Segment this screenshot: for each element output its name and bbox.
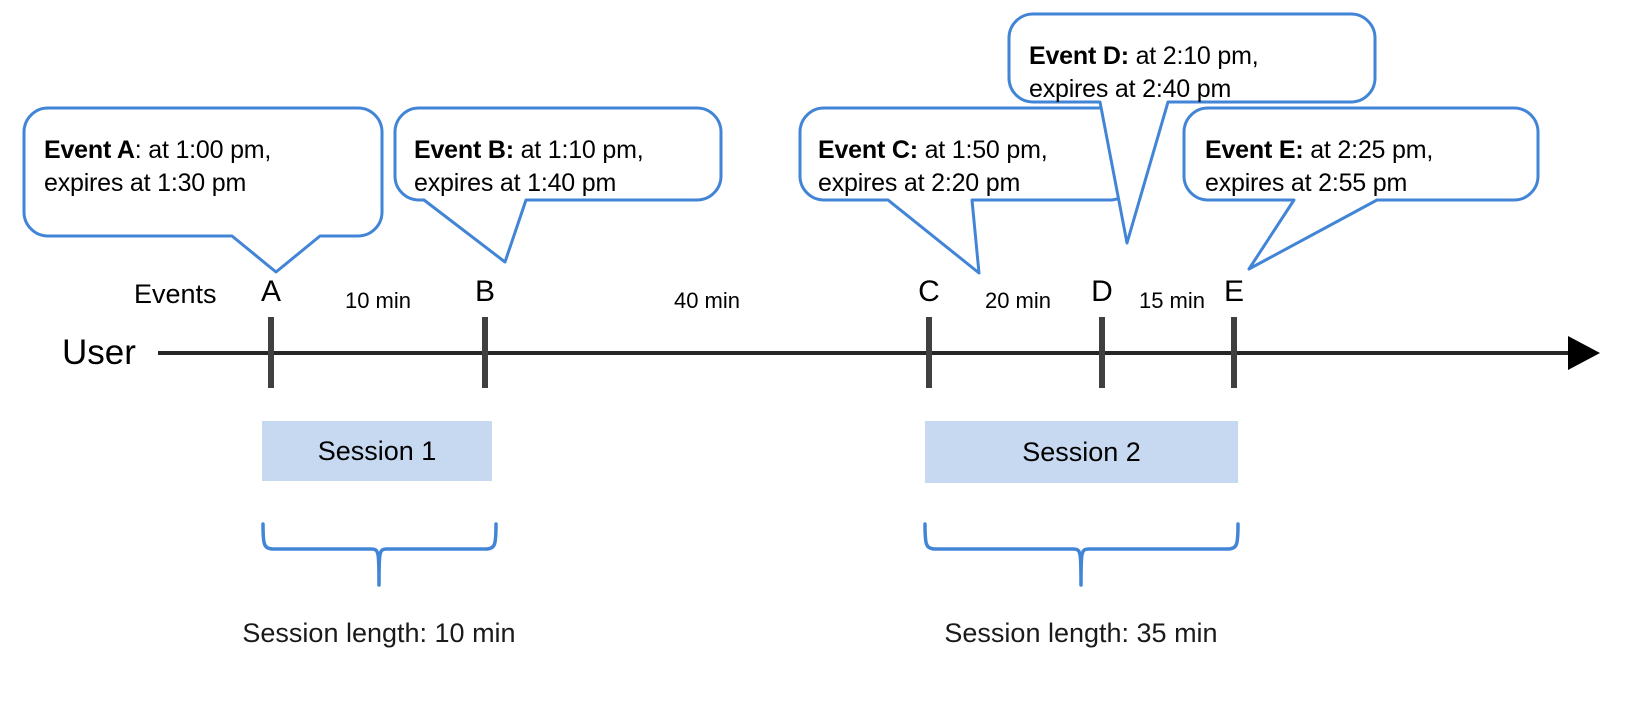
callout-event-name-c: Event C:: [818, 136, 918, 164]
brace-session-1: [261, 522, 498, 587]
session-length-caption-2: Session length: 35 min: [944, 618, 1218, 648]
callout-text-d: Event D: at 2:10 pm, expires at 2:40 pm: [1029, 42, 1259, 103]
axis-row-label-user: User: [62, 333, 136, 372]
callout-text-c: Event C: at 1:50 pm, expires at 2:20 pm: [818, 136, 1048, 197]
gap-label-c-d: 20 min: [984, 288, 1052, 313]
callout-line2-e: expires at 2:55 pm: [1205, 169, 1408, 197]
session-box-1[interactable]: Session 1: [262, 421, 492, 481]
gap-label-b-c: 40 min: [673, 288, 741, 313]
callout-line2-b: expires at 1:40 pm: [414, 169, 617, 197]
arrow-right-icon: [1568, 336, 1600, 370]
gap-label-d-e: 15 min: [1138, 288, 1206, 313]
callout-shape-d: [1007, 12, 1377, 245]
brace-session-2: [923, 522, 1240, 587]
event-ticks: [268, 317, 1237, 388]
callout-shape-a: [22, 106, 384, 274]
callout-line1-a: at 1:00 pm,: [148, 136, 272, 164]
callout-text-a: Event A: at 1:00 pm, expires at 1:30 pm: [44, 134, 374, 200]
gap-label-a-b: 10 min: [344, 288, 412, 313]
session-box-1-label: Session 1: [317, 435, 437, 466]
callout-event-name-e: Event E:: [1205, 136, 1304, 164]
session-length-caption-1: Session length: 10 min: [242, 618, 516, 648]
marker-label-d: D: [1091, 275, 1113, 308]
callout-line2-c: expires at 2:20 pm: [818, 169, 1021, 197]
marker-label-a: A: [260, 275, 281, 308]
brace-path-1: [261, 522, 498, 587]
callout-line1-b: [514, 136, 521, 164]
callout-bubble-e[interactable]: [1182, 106, 1540, 271]
brace-path-2: [923, 522, 1240, 587]
callout-shape-b: [393, 106, 723, 264]
events-label: Events: [134, 279, 217, 309]
callout-text-e: Event E: at 2:25 pm, expires at 2:55 pm: [1205, 136, 1434, 197]
marker-label-e: E: [1223, 275, 1244, 308]
callout-bubble-a[interactable]: [22, 106, 384, 274]
callout-event-name-a: Event A: [44, 136, 135, 164]
timeline-axis: [158, 336, 1600, 370]
marker-label-b: B: [474, 275, 495, 308]
callout-text-b: Event B: at 1:10 pm, expires at 1:40 pm: [414, 136, 644, 197]
callout-event-name-b: Event B:: [414, 136, 514, 164]
callout-bubble-d[interactable]: [1007, 12, 1377, 245]
callout-line1-c: [918, 136, 925, 164]
callout-event-name-d: Event D:: [1029, 42, 1129, 70]
callout-bubble-b[interactable]: [393, 106, 723, 264]
callout-line2-d: expires at 2:40 pm: [1029, 75, 1232, 103]
marker-label-c: C: [918, 275, 940, 308]
callout-line2-a: expires at 1:30 pm: [44, 169, 247, 197]
callout-separator-a: :: [134, 136, 149, 164]
callout-line1-d: [1129, 42, 1136, 70]
session-box-2-label: Session 2: [1022, 436, 1141, 467]
session-box-2[interactable]: Session 2: [925, 421, 1238, 483]
callout-shape-e: [1182, 106, 1540, 271]
